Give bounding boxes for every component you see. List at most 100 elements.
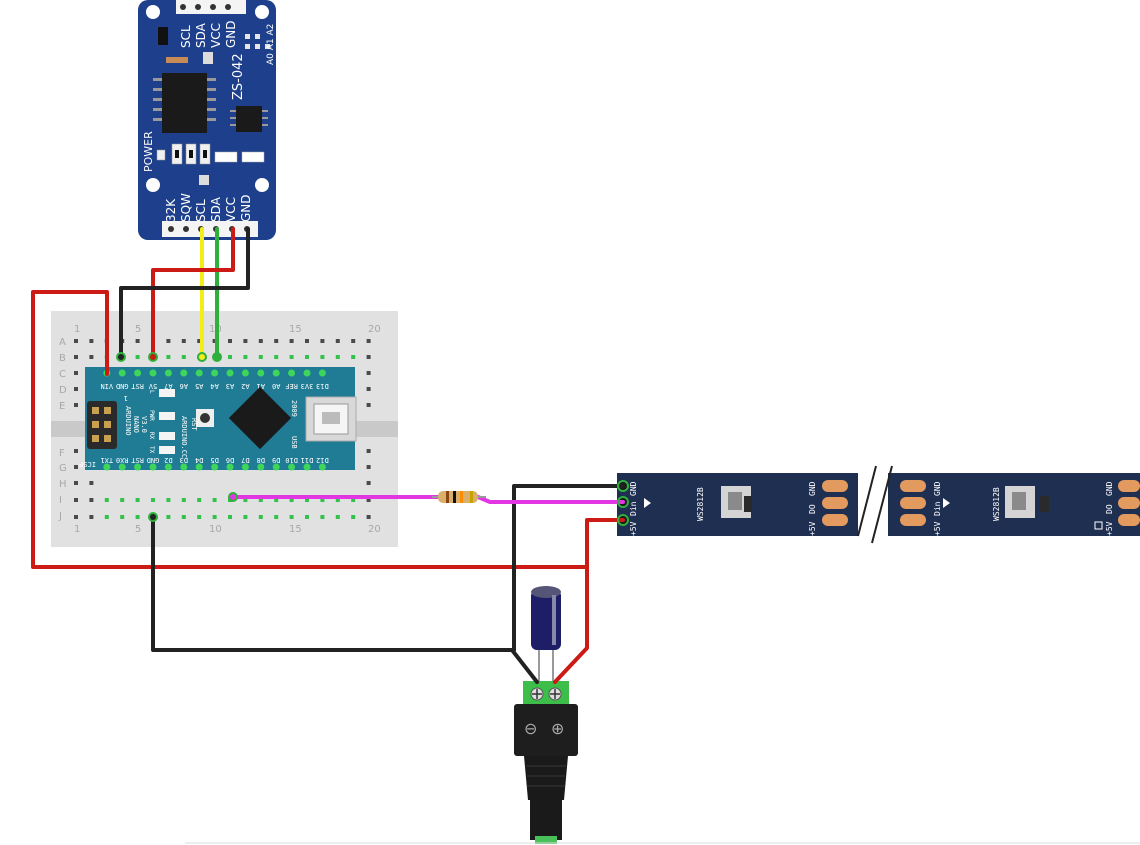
nano-pin-pad [257,463,265,471]
rtc-bottom-pin-32k: 32K [164,198,178,222]
breadboard-hole [181,355,186,359]
rtc-module: SCL SDA VCC GND A0 A1 A2 ZS-042 [138,0,276,240]
rtc-bottom-pin-sda: SDA [209,196,223,222]
breadboard-hole [212,498,217,502]
breadboard-hole [74,515,78,519]
breadboard-hole [135,498,140,502]
wire-rtc-gnd [119,227,250,359]
breadboard-hole [74,403,78,407]
nano-pin-pad [303,463,311,471]
nano-bottom-pin-label: D6 [226,456,234,464]
icsp-label: ICSP [79,460,96,468]
nano-bottom-pin-label: D12 [316,456,329,464]
nano-pin-pad [180,463,188,471]
resistor [432,491,486,503]
led-tx-label: TX [148,446,155,454]
strip-in2-din: Din [933,501,942,516]
nano-pin-pad [288,369,296,377]
nano-top-pin-label: A6 [180,382,188,390]
col-label-20-top: 20 [368,324,381,335]
breadboard-hole [212,515,217,519]
breadboard-hole [289,355,294,359]
breadboard-hole [366,481,371,485]
nano-bottom-pin-label: RST [130,456,143,464]
breadboard-hole [366,339,371,343]
nano-pin-pad [241,463,249,471]
nano-brand-line3: V3.0 [140,416,148,433]
chip-label-1: WS2812B [696,487,705,521]
breadboard-hole [212,339,217,343]
breadboard-hole [166,498,171,502]
data-direction-arrow [644,498,651,508]
nano-pin-pads [103,369,326,471]
wires [31,227,625,684]
breadboard-hole [351,515,356,519]
nano-bottom-pin-label: D4 [195,456,203,464]
breadboard-hole [289,339,294,343]
breadboard-hole [197,515,202,519]
nano-pin-pad [134,463,142,471]
strip-in-5v: +5V [629,521,638,536]
nano-bottom-pin-label: TX1 [100,456,113,464]
breadboard-hole [351,498,356,502]
breadboard-hole [120,498,125,502]
breadboard-hole [366,449,371,453]
breadboard-hole [89,481,94,485]
rtc-bottom-pin-scl: SCL [194,199,208,222]
nano-pin-pad [180,369,188,377]
breadboard-hole [305,498,309,502]
nano-bottom-pin-label: D11 [301,456,314,464]
nano-top-pin-label: D13 [316,382,329,390]
rtc-mount-hole [255,5,269,19]
rtc-top-pin-vcc: VCC [209,23,223,48]
nano-bottom-pin-label: D2 [164,456,172,464]
led-pwr-label: PWR [148,410,155,421]
rtc-bottom-pin-gnd: GND [239,194,253,222]
strip-out-5v-2: +5V [1105,521,1114,536]
breadboard-hole [89,355,94,359]
nano-pin-pad [195,463,203,471]
breadboard-hole [197,498,202,502]
nano-top-pin-label: GND [116,382,129,390]
nano-top-pin-label: A3 [226,382,234,390]
breadboard-hole [258,355,263,359]
jack-body [514,704,578,756]
nano-pin-pad [134,369,142,377]
nano-top-pin-label: 3V3 [301,382,314,390]
col-label-20-bottom: 20 [368,524,381,535]
breadboard-hole [228,515,232,519]
connection-points [116,352,629,526]
nano-pin-pad [272,369,280,377]
nano-pin-pad [303,369,311,377]
nano-pin-pad [241,369,249,377]
col-label-1-bottom: 1 [74,524,80,535]
breadboard-hole [335,339,340,343]
nano-pin-pad [211,463,219,471]
wire-gnd-breadboard [151,515,539,684]
breadboard-hole [166,515,171,519]
led-tx [159,446,175,454]
atmega-chip [228,386,292,450]
wire-5v-strip [553,518,625,684]
rtc-bottom-pin-sqw: SQW [179,193,193,222]
capacitor [531,586,561,688]
breadboard-hole [166,339,171,343]
nano-pin-pad [149,369,157,377]
rtc-mount-hole [146,5,160,19]
led-strip: +5V Din GND WS2812B +5V DO GND +5V Din [617,465,1140,544]
chip-label-2: WS2812B [992,487,1001,521]
breadboard-hole [274,339,279,343]
nano-top-pin-label: A7 [164,382,172,390]
rtc-address-label: A0 A1 A2 [266,24,276,65]
strip-out-do-2: DO [1105,504,1114,514]
nano-pin-pad [118,369,126,377]
breadboard-hole [366,498,371,502]
row-label-j: J [58,511,62,522]
nano-bottom-pin-label: D8 [257,456,265,464]
breadboard-hole [89,339,94,343]
breadboard-hole [135,339,140,343]
breadboard-hole [89,515,94,519]
breadboard-hole [89,498,94,502]
breadboard-hole [366,515,371,519]
nano-pin-pad [288,463,296,471]
